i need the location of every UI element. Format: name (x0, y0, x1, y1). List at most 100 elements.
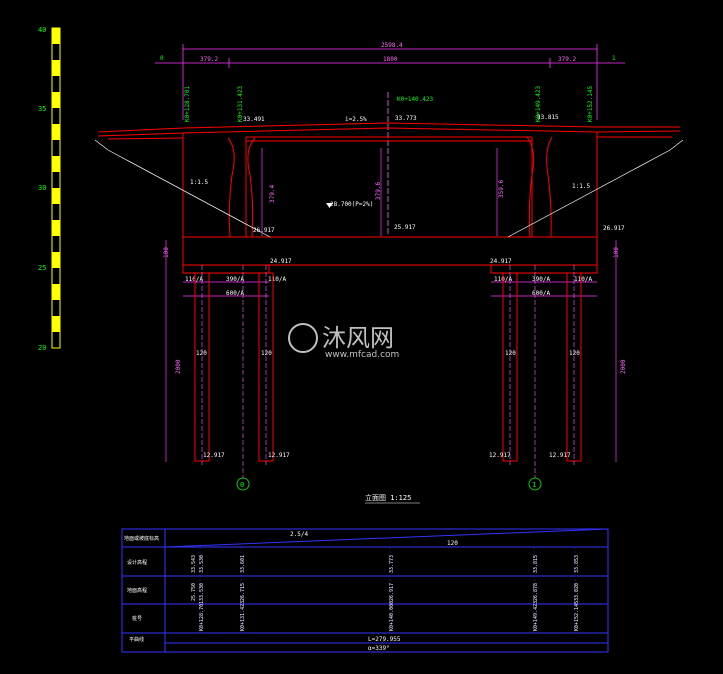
cap-height-left: 100 (163, 247, 170, 258)
side-slope-left: 1:1.5 (190, 179, 208, 186)
side-slope-right: 1:1.5 (572, 183, 590, 190)
ruler-label-20: 20 (38, 344, 46, 352)
pile-tip-right-b: 12.917 (549, 452, 571, 459)
deck-elev-right: 33.815 (537, 114, 559, 121)
ruler-label-35: 35 (38, 105, 46, 113)
water-level-symbol (326, 203, 333, 208)
row-label-4: 平曲线 (129, 636, 144, 643)
pier-spacing-left: 390/A (226, 276, 244, 283)
water-level: 28.700(P=2%) (330, 201, 373, 208)
station-left-abut: K0+131.423 (237, 85, 244, 122)
design-elev-3: 33.773 (389, 555, 395, 573)
station-val-0: K0+128.701 (199, 601, 205, 631)
axis-bubble-left (236, 477, 250, 491)
design-elev-1: 33.530 (199, 555, 205, 573)
deck-slope: i=2.5% (345, 116, 367, 123)
beam-depth-left: 379.4 (269, 185, 276, 203)
pile-length-dims (165, 240, 617, 462)
pier-spacing-right: 390/A (532, 276, 550, 283)
cap-top-right: 24.917 (490, 258, 512, 265)
cap-height-right: 100 (613, 247, 620, 258)
ground-elev-2: 26.715 (240, 583, 246, 601)
axis-bubble-right-label: 1 (532, 481, 536, 489)
station-right-end: K0+152.145 (587, 85, 594, 122)
beam-bottom-left: 26.917 (253, 227, 275, 234)
center-span-dim: 1800 (383, 56, 398, 63)
right-axis-tag: 1 (612, 55, 616, 62)
bridge-deck (97, 122, 681, 154)
beam-depth-right: 359.6 (498, 180, 505, 198)
table-slope-top: 2.5/4 (290, 531, 308, 538)
beam-depth-center: 379.6 (375, 182, 382, 200)
left-span-dim: 379.2 (200, 56, 218, 63)
cap-top-left: 24.917 (270, 258, 292, 265)
pile-side-left-b: 110/A (268, 276, 286, 283)
ground-elev-3: 26.917 (389, 583, 395, 601)
pile-side-left-a: 110/A (185, 276, 203, 283)
watermark-logo-icon (288, 323, 318, 353)
table-slope-bottom: 120 (447, 540, 458, 547)
station-val-4: K0+152.145 (574, 601, 580, 631)
pile-dia-right-b: 120 (569, 350, 580, 357)
design-elev-4: 33.815 (533, 555, 539, 573)
station-left-end: K0+128.701 (184, 85, 191, 122)
station-val-3: K0+149.423 (533, 601, 539, 631)
beam-bottom-right: 26.917 (603, 225, 625, 232)
ground-elev-4: 26.878 (533, 583, 539, 601)
row-label-2: 地面高程 (127, 587, 147, 594)
ground-elev-5: 33.020 (574, 583, 580, 601)
overall-width-dim: 2598.4 (381, 42, 403, 49)
ground-elev-1: 33.530 (199, 583, 205, 601)
drawing-title: 立面图 1:125 (365, 493, 411, 502)
watermark: 沐风网 www.mfcad.com (288, 323, 399, 360)
cap-width-left: 600/A (226, 290, 244, 297)
scale-ruler: 40 35 30 25 20 (38, 26, 61, 352)
abutment-frame (182, 132, 598, 266)
table-verticals (199, 547, 576, 633)
pile-side-right-b: 110/A (574, 276, 592, 283)
cap-width-dims (183, 281, 597, 297)
pile-centerlines (201, 265, 575, 478)
row-label-1: 设计高程 (127, 559, 147, 566)
piles (194, 272, 582, 462)
ruler-label-25: 25 (38, 264, 46, 272)
right-span-dim: 379.2 (558, 56, 576, 63)
design-elev-0: 33.543 (191, 555, 197, 573)
watermark-brand: 沐风网 (322, 324, 394, 352)
station-center: K0+140.423 (397, 96, 434, 103)
ruler-label-40: 40 (38, 26, 46, 34)
depth-dims (261, 148, 498, 236)
row-label-3: 桩号 (132, 615, 142, 622)
pile-length-left: 2000 (175, 359, 182, 374)
pile-length-right: 2000 (620, 359, 627, 374)
pile-tip-left-b: 12.917 (268, 452, 290, 459)
pile-caps (182, 264, 598, 274)
station-val-1: K0+131.423 (240, 601, 246, 631)
pile-dia-left-a: 120 (196, 350, 207, 357)
left-axis-tag: 0 (160, 55, 164, 62)
design-elev-5: 33.853 (574, 555, 580, 573)
row-label-0: 地面或坡底标高 (124, 535, 159, 542)
ground-elev-0: 25.750 (191, 583, 197, 601)
embankment-slopes (94, 139, 684, 238)
station-right-abut: K0+149.423 (535, 85, 542, 122)
cap-width-right: 600/A (532, 290, 550, 297)
top-dimensions (155, 44, 625, 120)
deck-elev-left: 33.491 (243, 116, 265, 123)
watermark-url: www.mfcad.com (325, 350, 399, 360)
curve-angle: α=339° (368, 645, 390, 652)
ruler-label-30: 30 (38, 184, 46, 192)
design-elev-2: 33.601 (240, 555, 246, 573)
beam-bottom-center: 25.917 (394, 224, 416, 231)
curve-length: L=279.955 (368, 636, 401, 643)
station-val-2: K0+140.000 (389, 601, 395, 631)
profile-table (121, 528, 609, 653)
pile-dia-left-b: 120 (261, 350, 272, 357)
axis-bubble-right (528, 477, 542, 491)
pile-tip-right-a: 12.917 (489, 452, 511, 459)
pile-tip-left-a: 12.917 (203, 452, 225, 459)
deck-elev-center: 33.773 (395, 115, 417, 122)
pile-dia-right-a: 120 (505, 350, 516, 357)
